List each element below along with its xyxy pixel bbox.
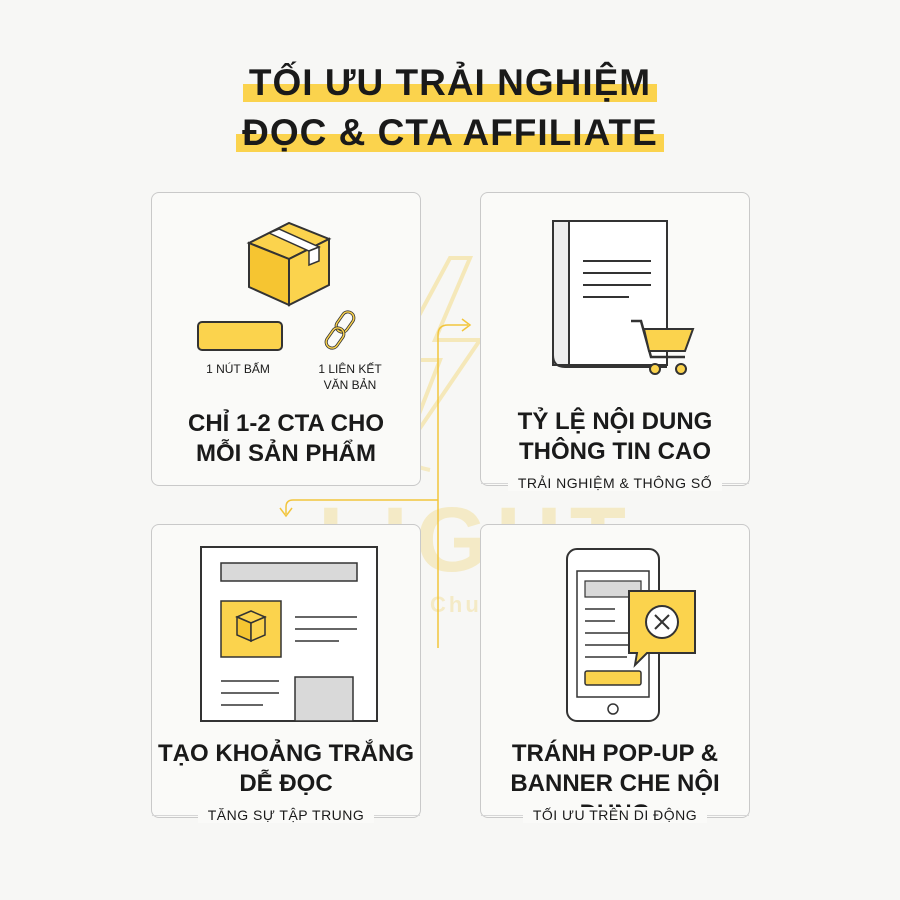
card-content: TỶ LỆ NỘI DUNG THÔNG TIN CAO TRẢI NGHIỆM… (480, 192, 750, 491)
card-cta-title: CHỈ 1-2 CTA CHO MỖI SẢN PHẨM (187, 410, 384, 467)
layout-page-icon (200, 546, 378, 722)
link-label: 1 LIÊN KẾT VĂN BẢN (318, 362, 382, 392)
cta-button-shape (197, 321, 283, 351)
card-whitespace: TẠO KHOẢNG TRẮNG DỄ ĐỌC TĂNG SỰ TẬP TRUN… (151, 524, 421, 823)
link-chain-icon (324, 310, 356, 350)
page-title-line-2: ĐỌC & CTA AFFILIATE (0, 112, 900, 154)
card-whitespace-title: TẠO KHOẢNG TRẮNG DỄ ĐỌC (158, 740, 414, 797)
card-cta: 1 NÚT BẤM 1 LIÊN KẾT VĂN BẢN CHỈ 1-2 CTA… (151, 192, 421, 486)
card-popup-subtitle: TỐI ƯU TRÊN DI ĐỘNG (481, 807, 749, 823)
button-label: 1 NÚT BẤM (206, 362, 270, 376)
card-popup: TRÁNH POP-UP & BANNER CHE NỘI DUNG TỐI Ư… (480, 524, 750, 827)
card-content-subtitle: TRẢI NGHIỆM & THÔNG SỐ (481, 475, 749, 491)
box-icon (246, 221, 332, 307)
card-whitespace-subtitle: TĂNG SỰ TẬP TRUNG (152, 807, 420, 823)
page-title-line-1: TỐI ƯU TRẢI NGHIỆM (0, 62, 900, 104)
card-content-title: TỶ LỆ NỘI DUNG THÔNG TIN CAO (517, 408, 713, 465)
phone-popup-icon (566, 548, 696, 722)
book-cart-icon (552, 220, 695, 375)
